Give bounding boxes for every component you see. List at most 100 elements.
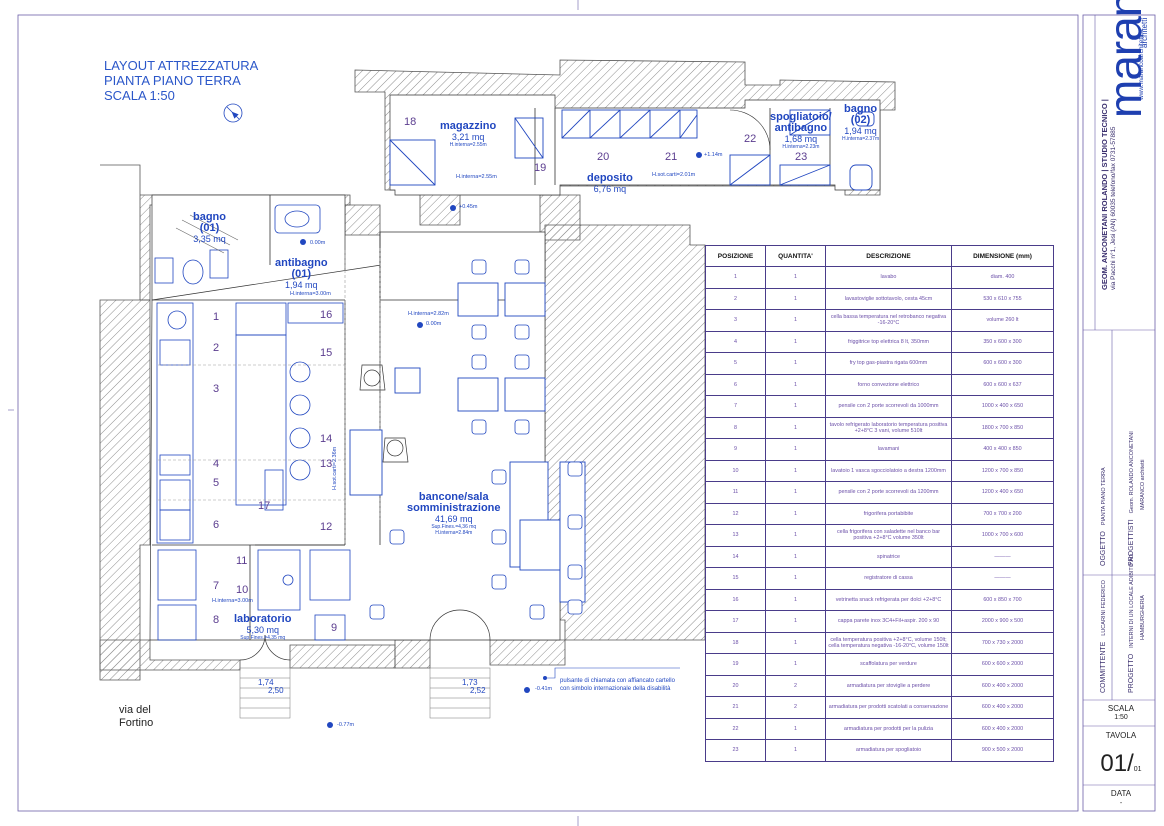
qty-cell: 1 [765, 395, 826, 418]
north-arrow-icon [223, 103, 243, 123]
street-line-1: via del [119, 704, 151, 716]
data-value: - [1119, 800, 1123, 807]
room-surface: Sup.Fines.=4,36 mq [431, 524, 477, 530]
note-height-sala: H.interna=2.82m [408, 311, 449, 317]
position-number: 16 [320, 309, 333, 321]
room-height: H.interna=2.84m [435, 530, 473, 536]
room-laboratorio: laboratorio 5,30 mq Sup.Fines.=4,35 mq [234, 613, 292, 642]
street-name: via del Fortino [119, 704, 153, 730]
qty-cell: 1 [765, 459, 826, 482]
dim-cell: 600 x 400 x 2000 [951, 674, 1054, 697]
position-number: 14 [320, 433, 333, 445]
position-number: 3 [213, 383, 220, 395]
pos-cell: 22 [705, 717, 766, 740]
pulsante-note-2: con simbolo internazionale della disabil… [560, 686, 671, 692]
desc-cell: frigorifera portabibite [825, 502, 952, 525]
position-number: 11 [236, 555, 248, 567]
room-area: 3,35 mq [193, 234, 226, 244]
dim-cell: 600 x 850 x 700 [951, 588, 1054, 611]
qty-cell: 2 [765, 696, 826, 719]
dim-cell: 900 x 500 x 2000 [951, 739, 1054, 762]
room-area: 3,21 mq [451, 132, 485, 142]
qty-cell: 1 [765, 266, 826, 289]
committente-label: COMMITTENTE LUCARINI FEDERICO [1100, 580, 1107, 693]
room-magazzino: magazzino 3,21 mq H.interna=2.55m [440, 120, 497, 149]
dim-cell: 600 x 600 x 300 [951, 352, 1054, 375]
qty-cell: 2 [765, 674, 826, 697]
door-dim-2b: 2,52 [470, 686, 486, 695]
tavola-tot: 01 [1133, 766, 1142, 773]
pos-cell: 20 [705, 674, 766, 697]
qty-cell: 1 [765, 502, 826, 525]
dim-cell: 700 x 700 x 200 [951, 502, 1054, 525]
pos-cell: 1 [705, 266, 766, 289]
qty-cell: 1 [765, 330, 826, 353]
note-height-antibagno: H.interna=3.00m [290, 291, 331, 297]
desc-cell: lavastoviglie sottotavolo, cesta 45cm [825, 287, 952, 310]
desc-cell: armadiatura per prodotti per la pulizia [825, 717, 952, 740]
pos-cell: 17 [705, 610, 766, 633]
pos-cell: 19 [705, 653, 766, 676]
dim-cell: 600 x 400 x 2000 [951, 717, 1054, 740]
desc-cell: tavolo refrigerato laboratorio temperatu… [825, 416, 952, 439]
room-bancone-sala: bancone/sala somministrazione 41,69 mq S… [407, 491, 501, 537]
desc-cell: registratore di cassa [825, 567, 952, 590]
room-code: (01) [291, 268, 312, 280]
room-name-1: bancone/sala [418, 491, 489, 503]
dim-cell: 1000 x 400 x 650 [951, 395, 1054, 418]
pos-cell: 6 [705, 373, 766, 396]
progetto-val-2: HAMBURGHERIA [1140, 595, 1146, 640]
qty-cell: 1 [765, 739, 826, 762]
room-name: magazzino [440, 120, 497, 132]
room-area: 1,68 mq [784, 134, 818, 144]
room-name: bagno [844, 103, 878, 115]
position-number: 5 [213, 477, 220, 489]
scala-value: 1:50 [1114, 714, 1128, 721]
studio-name: GEOM. ANCONETANI ROLANDO | STUDIO TECNIC… [1100, 99, 1109, 290]
room-name: laboratorio [234, 613, 292, 625]
dim-cell: diam. 400 [951, 266, 1054, 289]
progetto-val-1: INTERNI DI UN LOCALE ADIBITO AD [1129, 554, 1135, 648]
room-name: antibagno [275, 257, 328, 269]
pos-cell: 13 [705, 524, 766, 547]
qty-cell: 1 [765, 717, 826, 740]
desc-cell: cella temperatura positiva +2+8°C, volum… [825, 631, 952, 654]
dim-cell: volume 260 lt [951, 309, 1054, 332]
room-name-1: spogliatoio/ [770, 111, 832, 123]
dim-cell: 1000 x 700 x 600 [951, 524, 1054, 547]
tavola-num: 01/ [1100, 750, 1134, 777]
room-name: bagno [193, 211, 226, 223]
room-height: H.interna=2.37m [842, 136, 880, 142]
pos-cell: 16 [705, 588, 766, 611]
tavola-number: 01/01 [1086, 750, 1156, 778]
desc-cell: armadiatura per stoviglie a perdere [825, 674, 952, 697]
room-deposito: deposito 6,76 mq [587, 173, 633, 195]
progettisti-label: PROGETTISTI Geom. ROLANDO ANCONETANI [1128, 431, 1135, 566]
position-number: 17 [258, 500, 271, 512]
desc-cell: cella frigorifera con saladette nel banc… [825, 524, 952, 547]
dim-cell: 350 x 600 x 300 [951, 330, 1054, 353]
room-area: 5,30 mq [246, 625, 279, 635]
pos-cell: 8 [705, 416, 766, 439]
pos-cell: 4 [705, 330, 766, 353]
level-marker-6: -0.77m [337, 722, 355, 728]
desc-cell: cella bassa temperatura nel retrobanco n… [825, 309, 952, 332]
pos-cell: 7 [705, 395, 766, 418]
committente-val: LUCARINI FEDERICO [1101, 580, 1107, 636]
header-dimensione: DIMENSIONE (mm) [951, 245, 1054, 267]
room-name-2: antibagno [774, 122, 828, 134]
pos-cell: 5 [705, 352, 766, 375]
position-number: 8 [213, 614, 220, 626]
qty-cell: 1 [765, 309, 826, 332]
position-number: 15 [320, 347, 333, 359]
